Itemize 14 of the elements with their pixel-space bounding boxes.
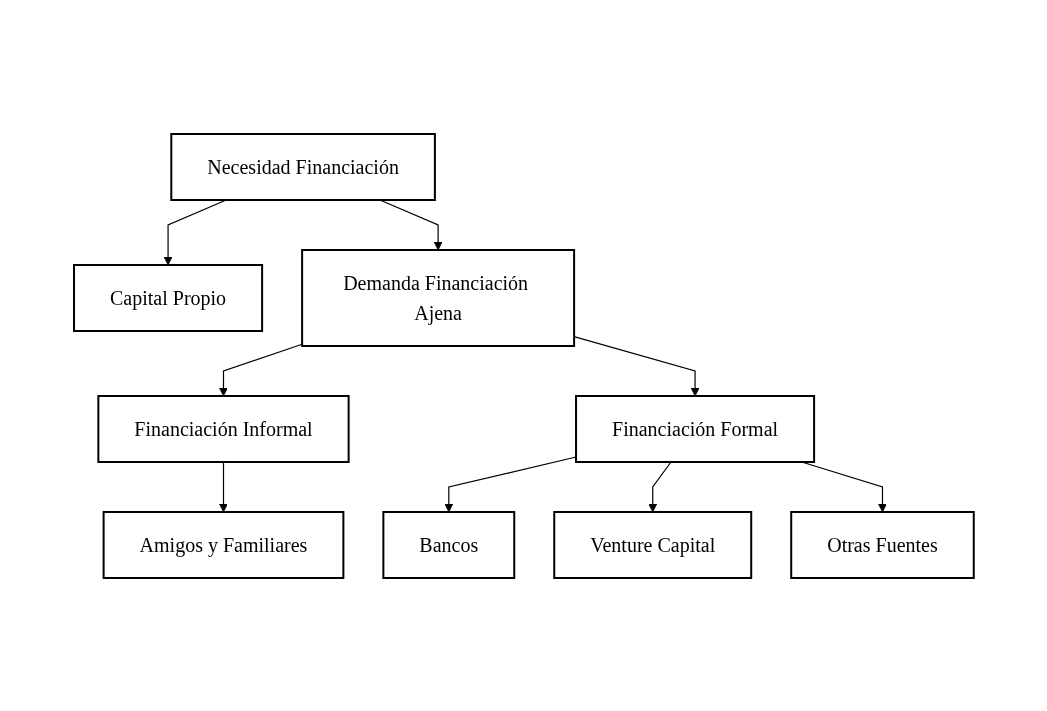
arrow <box>163 198 227 265</box>
arrow <box>647 460 672 512</box>
arrow <box>573 335 700 396</box>
node-box: Financiación Informal <box>96 394 350 463</box>
node-box: Necesidad Financiación <box>169 132 436 201</box>
node-box: Demanda Financiación Ajena <box>300 248 575 347</box>
node-box: Amigos y Familiares <box>102 510 344 579</box>
arrow <box>218 343 303 396</box>
node-box: Financiación Formal <box>574 394 815 463</box>
node-box: Otras Fuentes <box>789 510 975 579</box>
node-box: Venture Capital <box>552 510 752 579</box>
arrow <box>218 460 228 512</box>
node-box: Capital Propio <box>72 263 263 332</box>
node-box: Bancos <box>382 510 515 579</box>
